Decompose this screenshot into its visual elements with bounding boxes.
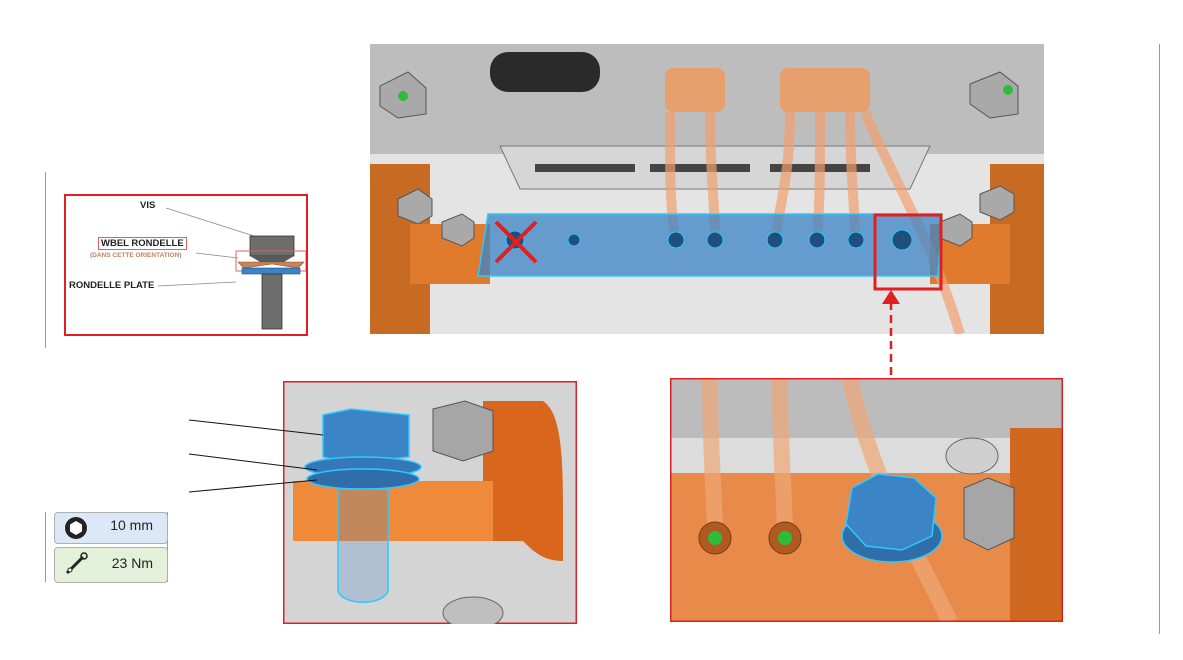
right-divider bbox=[1159, 44, 1160, 634]
bolt-stack-detail-image bbox=[283, 381, 577, 624]
mounted-bolt-zoom-image bbox=[670, 378, 1063, 622]
socket-size-value: 10 mm bbox=[110, 517, 153, 533]
zoom-link-arrow bbox=[882, 290, 900, 382]
busbar-overview-image bbox=[370, 44, 1044, 334]
screw-shank bbox=[261, 273, 283, 330]
zoom-screw-head bbox=[845, 473, 937, 551]
screw-head bbox=[249, 235, 295, 257]
torque-wrench-icon bbox=[63, 551, 89, 577]
torque-box: 23 Nm bbox=[54, 547, 168, 583]
callout-lines bbox=[189, 419, 324, 493]
hex-socket-icon bbox=[63, 516, 89, 540]
wbel-washer bbox=[237, 261, 305, 269]
wbel-washer-label: WBEL RONDELLE bbox=[98, 237, 187, 250]
socket-size-box: 10 mm bbox=[54, 512, 168, 544]
tool-divider bbox=[167, 512, 168, 582]
washer-legend: VIS WBEL RONDELLE (DANS CETTE ORIENTATIO… bbox=[64, 194, 308, 336]
wbel-orientation-note: (DANS CETTE ORIENTATION) bbox=[90, 252, 182, 259]
screw-stack-diagram bbox=[157, 207, 306, 330]
torque-value: 23 Nm bbox=[111, 555, 153, 571]
highlight-box bbox=[873, 213, 943, 291]
detail-screw-shank bbox=[337, 488, 389, 603]
screw-label: VIS bbox=[140, 200, 156, 211]
not-used-hole-cross-icon bbox=[494, 220, 538, 264]
detail-screw-head bbox=[322, 408, 410, 464]
left-divider-top bbox=[45, 172, 46, 348]
left-divider-bottom bbox=[45, 512, 46, 582]
flat-washer bbox=[241, 267, 301, 275]
flat-washer-label: RONDELLE PLATE bbox=[69, 280, 155, 291]
